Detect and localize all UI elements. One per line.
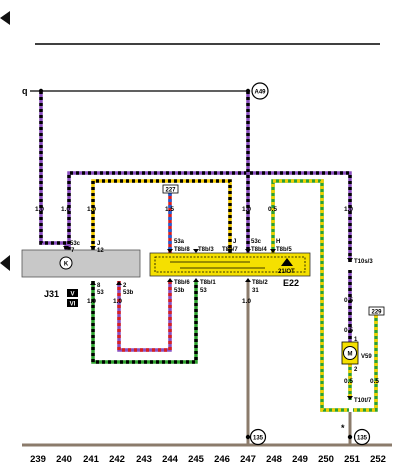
- pin-label: T10t/7: [354, 398, 372, 404]
- scale-number: 245: [188, 454, 205, 465]
- pin-label: T8b/6: [174, 280, 190, 286]
- pin-label: 12: [97, 248, 104, 254]
- component-e22[interactable]: 21/OT: [149, 252, 311, 277]
- svg-text:135: 135: [357, 436, 368, 442]
- component-label-e22: E22: [283, 278, 299, 288]
- pin-label: 53c: [251, 239, 262, 245]
- svg-text:229: 229: [371, 310, 382, 316]
- svg-text:V: V: [70, 292, 74, 298]
- wire-label: 1.0: [344, 206, 353, 213]
- scale-number: 249: [292, 454, 308, 465]
- ground-node-135[interactable]: 135: [353, 428, 371, 446]
- svg-text:135: 135: [253, 436, 264, 442]
- scale-number: 241: [83, 454, 100, 465]
- wire-label: 0.5: [344, 327, 353, 334]
- pin-label: 53b: [123, 290, 134, 296]
- svg-text:227: 227: [165, 188, 176, 194]
- wire-gauge-labels: 1.0 1.0 1.0 1.5 1.0 0.5 1.0 0.5 1.0 1.0 …: [35, 206, 379, 385]
- component-j31[interactable]: K: [21, 249, 141, 278]
- page-arrow-icon[interactable]: [0, 11, 10, 25]
- component-v59-motor[interactable]: M: [341, 341, 359, 365]
- wire-violet-red: [117, 281, 172, 352]
- wire-label: 1.0: [87, 298, 96, 305]
- wire-label: 1.0: [35, 206, 44, 213]
- scale-number: 240: [56, 454, 72, 465]
- wire-label: 0.5: [268, 206, 277, 213]
- scale-row: 239 240 241 242 243 244 245 246 247 248 …: [30, 454, 386, 465]
- pin-label: 53b: [174, 288, 185, 294]
- star-marker: *: [341, 423, 345, 433]
- relay-symbol-icon: [59, 256, 73, 270]
- pin-label: 53a: [174, 239, 185, 245]
- pin-label: 53c: [70, 241, 81, 247]
- motor-icon: [343, 346, 357, 360]
- side-arrow-icon[interactable]: [0, 255, 10, 271]
- pin-label: 1: [354, 337, 358, 343]
- ref-box-229[interactable]: 229: [368, 306, 385, 316]
- pin-label: 2: [354, 367, 358, 373]
- wire-label: 1.0: [113, 298, 122, 305]
- pin-label: T8b/4: [251, 247, 267, 253]
- pin-label: 7: [71, 248, 75, 254]
- scale-number: 244: [162, 454, 179, 465]
- scale-number: 250: [318, 454, 334, 465]
- scale-number: 243: [136, 454, 152, 465]
- scale-number: 252: [370, 454, 386, 465]
- source-label-q: q: [22, 86, 28, 96]
- pin-label: H: [276, 239, 280, 245]
- scale-number: 239: [30, 454, 46, 465]
- svg-text:K: K: [64, 262, 69, 268]
- scale-number: 251: [344, 454, 361, 465]
- component-label-v59: V59: [361, 354, 372, 360]
- scale-number: 248: [266, 454, 282, 465]
- pin-label: 31: [252, 288, 259, 294]
- scale-number: 247: [240, 454, 256, 465]
- wire-label: 1.0: [242, 206, 251, 213]
- wire-label: 0.5: [344, 297, 353, 304]
- ground-node-135[interactable]: 135: [249, 428, 267, 446]
- badge-v: V: [67, 289, 78, 298]
- connector-markers: [63, 246, 353, 400]
- source-node-a49[interactable]: A49: [251, 82, 269, 100]
- pin-label: T8b/8: [174, 247, 190, 253]
- pin-label: T10s/3: [354, 259, 373, 265]
- badge-vi: VI: [67, 299, 78, 308]
- wire-label: 1.5: [165, 206, 174, 213]
- pin-label: 8: [97, 283, 101, 289]
- pin-label: 53: [200, 288, 207, 294]
- wire-label: 1.0: [87, 206, 96, 213]
- component-label-j31: J31: [44, 289, 59, 299]
- wire-green-black: [91, 281, 198, 364]
- pin-label: T8b/2: [252, 280, 268, 286]
- pin-labels: 53c 7 J 12 8 53 2 53b 53a T8b/8 T8b/3 J …: [70, 239, 373, 404]
- scale-number: 242: [109, 454, 125, 465]
- svg-text:VI: VI: [70, 302, 76, 308]
- svg-text:21/OT: 21/OT: [278, 269, 295, 275]
- wire-yellow-black: [91, 179, 232, 253]
- wire-label: 1.0: [242, 298, 251, 305]
- pin-label: T8b/1: [200, 280, 216, 286]
- pin-label: 2: [123, 283, 127, 289]
- wire-label: 0.5: [370, 378, 379, 385]
- pin-label: J: [233, 239, 236, 245]
- wire-label: 1.0: [61, 206, 70, 213]
- wire-green-yellow: [271, 179, 378, 412]
- ref-box-227[interactable]: 227: [162, 184, 179, 194]
- ground-triangle-icon: [281, 258, 293, 266]
- pin-label: 53: [97, 290, 104, 296]
- junction-dot: [347, 434, 353, 440]
- scale-number: 246: [214, 454, 230, 465]
- pin-label: T8b/3: [198, 247, 214, 253]
- wire-label: 0.5: [344, 378, 353, 385]
- svg-text:M: M: [348, 352, 353, 358]
- svg-text:A49: A49: [254, 90, 266, 96]
- pin-label: J: [97, 241, 100, 247]
- pin-label: T8b/5: [276, 247, 292, 253]
- pin-label: T8b/7: [222, 247, 238, 253]
- junction-dot: [245, 434, 251, 440]
